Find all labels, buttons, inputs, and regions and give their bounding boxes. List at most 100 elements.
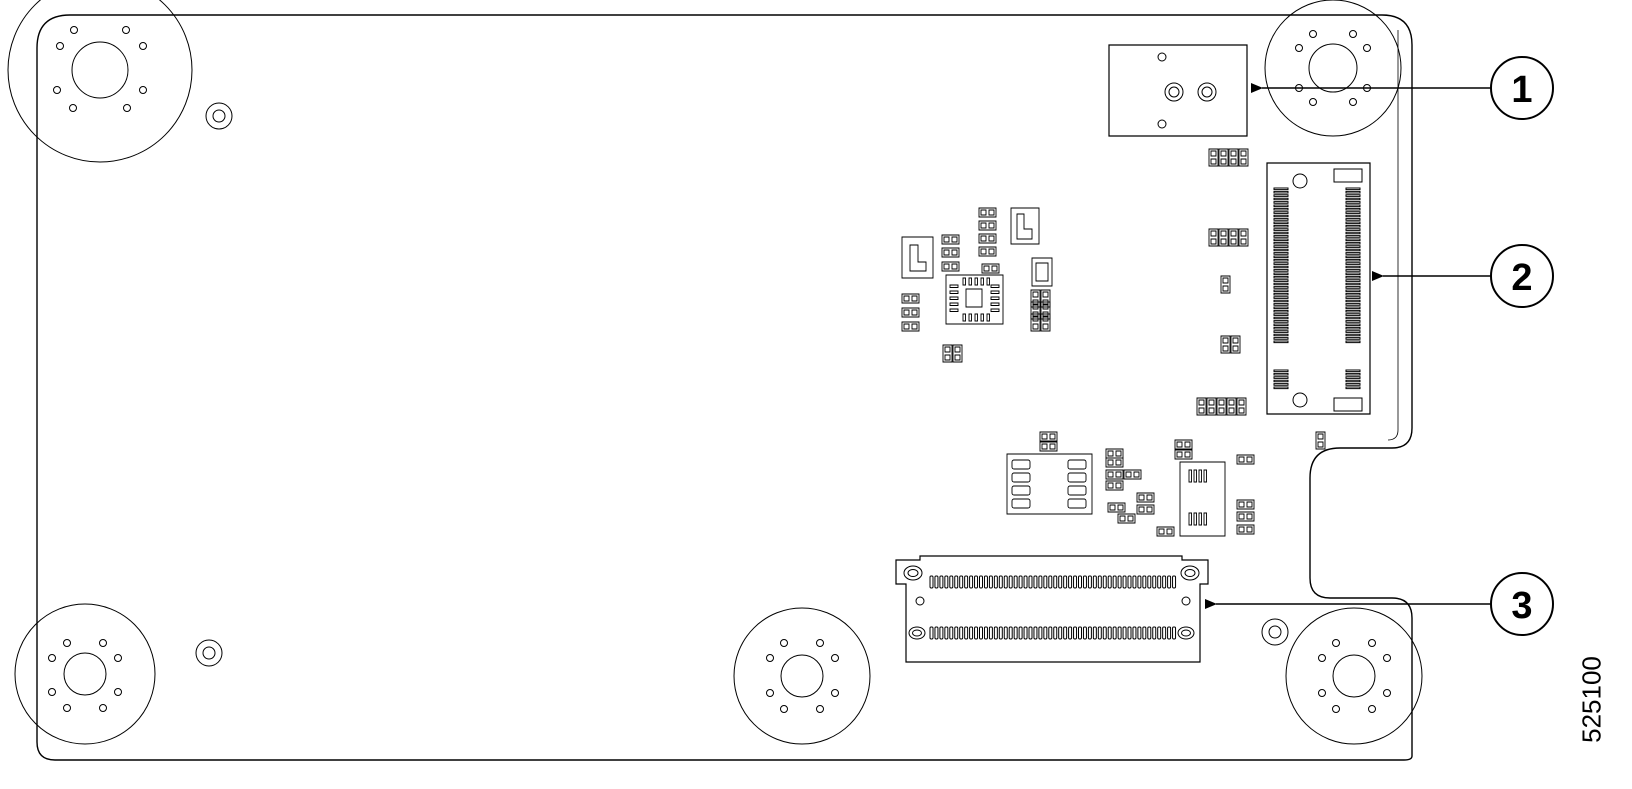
edge-pin bbox=[980, 627, 983, 639]
edge-pin bbox=[1044, 627, 1047, 639]
smd-part bbox=[1118, 514, 1135, 523]
smd-part bbox=[953, 345, 962, 362]
slot-pin bbox=[1346, 310, 1360, 312]
smd-part bbox=[1041, 314, 1050, 331]
slot-pin bbox=[1346, 300, 1360, 302]
edge-pin bbox=[960, 627, 963, 639]
slot-pin bbox=[1346, 341, 1360, 343]
ic-pad bbox=[950, 291, 958, 294]
edge-pin bbox=[984, 576, 987, 588]
smd-part bbox=[902, 308, 919, 317]
chip-cluster-upper bbox=[902, 208, 1052, 324]
slot-pin bbox=[1346, 334, 1360, 336]
slot-pin bbox=[1274, 253, 1288, 255]
slot-pin bbox=[1346, 327, 1360, 329]
edge-pin bbox=[1138, 627, 1141, 639]
slot-pin bbox=[1274, 188, 1288, 190]
smd-part bbox=[1106, 481, 1123, 490]
slot-pin bbox=[1274, 370, 1288, 372]
edge-pin bbox=[1034, 576, 1037, 588]
smd-part bbox=[1106, 470, 1123, 479]
edge-pin bbox=[935, 576, 938, 588]
slot-pin bbox=[1346, 276, 1360, 278]
slot-pin bbox=[1274, 198, 1288, 200]
edge-pin bbox=[935, 627, 938, 639]
edge-pin bbox=[1059, 627, 1062, 639]
edge-pin bbox=[1123, 576, 1126, 588]
edge-pin bbox=[999, 627, 1002, 639]
ic-pad bbox=[991, 309, 999, 312]
ic-pad bbox=[950, 297, 958, 300]
slot-pin bbox=[1274, 377, 1288, 379]
ic-pad bbox=[1068, 486, 1086, 495]
smd-part bbox=[1197, 398, 1206, 415]
smd-part bbox=[1041, 302, 1050, 319]
slot-pin bbox=[1346, 377, 1360, 379]
slot-pin bbox=[1346, 259, 1360, 261]
slot-pin bbox=[1274, 242, 1288, 244]
slot-pin bbox=[1346, 293, 1360, 295]
edge-pin bbox=[955, 627, 958, 639]
smd-part bbox=[1219, 229, 1228, 246]
slot-pin bbox=[1274, 263, 1288, 265]
slot-pin bbox=[1274, 283, 1288, 285]
slot-pin bbox=[1274, 331, 1288, 333]
ic-pad bbox=[1068, 460, 1086, 469]
ic-pad bbox=[963, 314, 966, 321]
slot-pin bbox=[1274, 232, 1288, 234]
edge-pin bbox=[980, 576, 983, 588]
ic-pad bbox=[950, 309, 958, 312]
ic-pad bbox=[1199, 513, 1202, 525]
edge-pin bbox=[1153, 627, 1156, 639]
slot-pin bbox=[1346, 249, 1360, 251]
edge-pin bbox=[1113, 627, 1116, 639]
ic-pad bbox=[1189, 513, 1192, 525]
edge-pin bbox=[1118, 576, 1121, 588]
callout-1: 1 bbox=[1491, 57, 1553, 119]
smd-part bbox=[942, 248, 959, 257]
edge-pin bbox=[1049, 576, 1052, 588]
smd-part bbox=[942, 262, 959, 271]
edge-pin bbox=[1039, 576, 1042, 588]
slot-pin bbox=[1274, 270, 1288, 272]
ic-pad bbox=[950, 285, 958, 288]
slot-pin bbox=[1346, 387, 1360, 389]
smd-part bbox=[1229, 149, 1238, 166]
edge-pin bbox=[1173, 627, 1176, 639]
smd-part bbox=[1231, 336, 1240, 353]
edge-pin bbox=[1158, 627, 1161, 639]
edge-pin bbox=[1143, 576, 1146, 588]
edge-pin bbox=[989, 627, 992, 639]
ic-pad bbox=[1199, 470, 1202, 482]
slot-connector bbox=[1267, 163, 1370, 414]
edge-pin bbox=[940, 627, 943, 639]
edge-pin bbox=[1108, 627, 1111, 639]
edge-pin bbox=[1103, 576, 1106, 588]
standoff-top-left bbox=[8, 0, 192, 162]
slot-pin bbox=[1346, 202, 1360, 204]
edge-pin bbox=[930, 576, 933, 588]
ic-pad bbox=[950, 303, 958, 306]
standoff-bottom-right bbox=[1286, 608, 1422, 744]
ic-center-pad bbox=[966, 289, 982, 307]
edge-pin bbox=[1138, 576, 1141, 588]
edge-connector bbox=[896, 556, 1208, 662]
slot-pin bbox=[1346, 219, 1360, 221]
slot-pin bbox=[1346, 225, 1360, 227]
edge-pin bbox=[1064, 576, 1067, 588]
slot-pin bbox=[1274, 239, 1288, 241]
slot-pin bbox=[1274, 307, 1288, 309]
slot-pin bbox=[1346, 191, 1360, 193]
smd-part bbox=[1209, 149, 1218, 166]
edge-pin bbox=[1148, 627, 1151, 639]
smd-part bbox=[979, 247, 996, 256]
edge-pin bbox=[1153, 576, 1156, 588]
edge-pin bbox=[1083, 627, 1086, 639]
ic-pad bbox=[1204, 470, 1207, 482]
edge-pin bbox=[1004, 627, 1007, 639]
edge-pin bbox=[1059, 576, 1062, 588]
edge-pin bbox=[1163, 627, 1166, 639]
slot-pin bbox=[1274, 205, 1288, 207]
edge-pin bbox=[1088, 627, 1091, 639]
slot-pin bbox=[1274, 259, 1288, 261]
